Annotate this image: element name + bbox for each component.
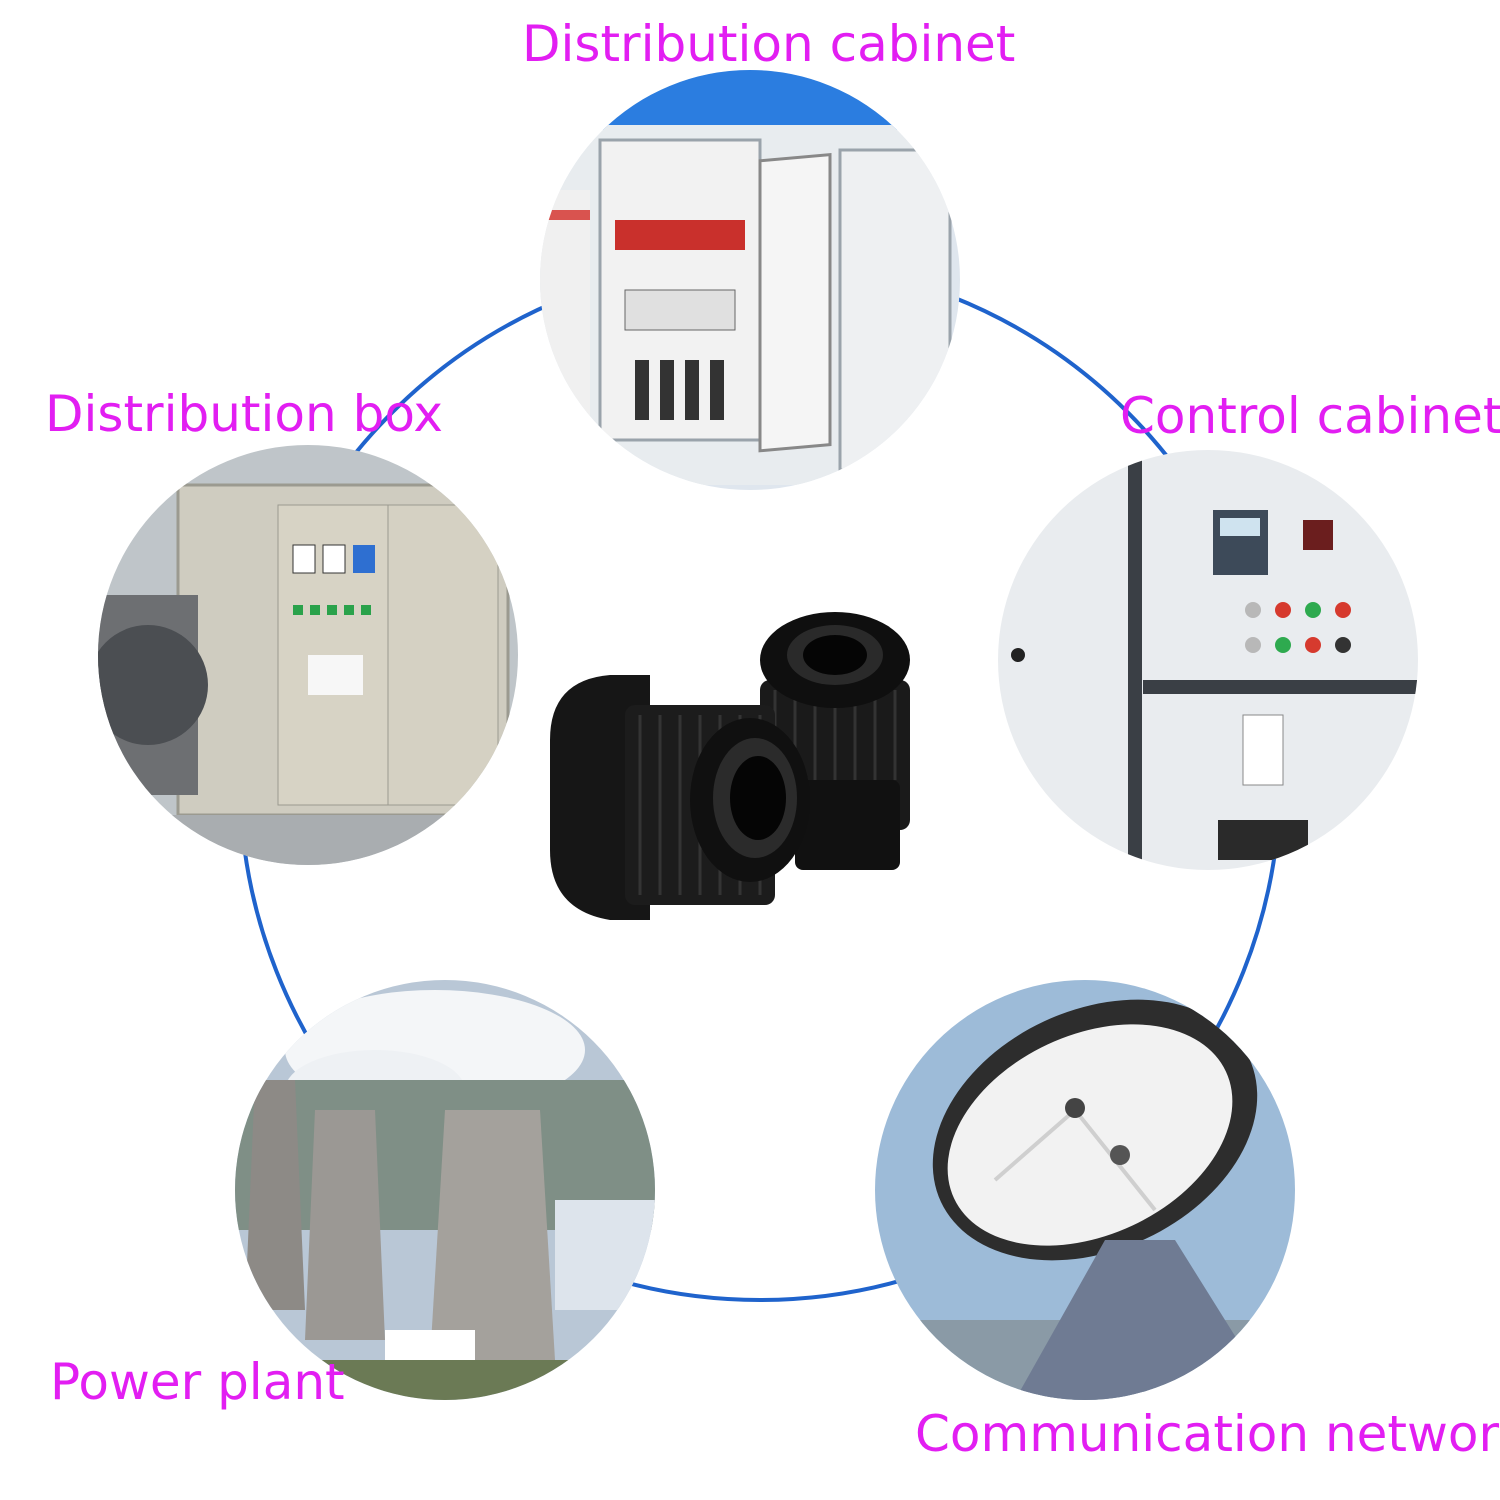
distribution-cabinet-photo	[540, 70, 960, 490]
control-cabinet-label: Control cabinet	[1120, 387, 1500, 445]
distribution-cabinet-label: Distribution cabinet	[522, 15, 1016, 73]
communication-network-label: Communication network	[915, 1405, 1500, 1463]
power-plant-photo	[235, 980, 655, 1400]
satellite-dish-photo	[875, 980, 1295, 1400]
control-cabinet-photo	[998, 450, 1418, 870]
power-plant-label: Power plant	[50, 1353, 345, 1411]
cable-gland-photo	[530, 600, 950, 930]
distribution-box-label: Distribution box	[45, 385, 443, 443]
distribution-box-photo	[98, 445, 518, 865]
